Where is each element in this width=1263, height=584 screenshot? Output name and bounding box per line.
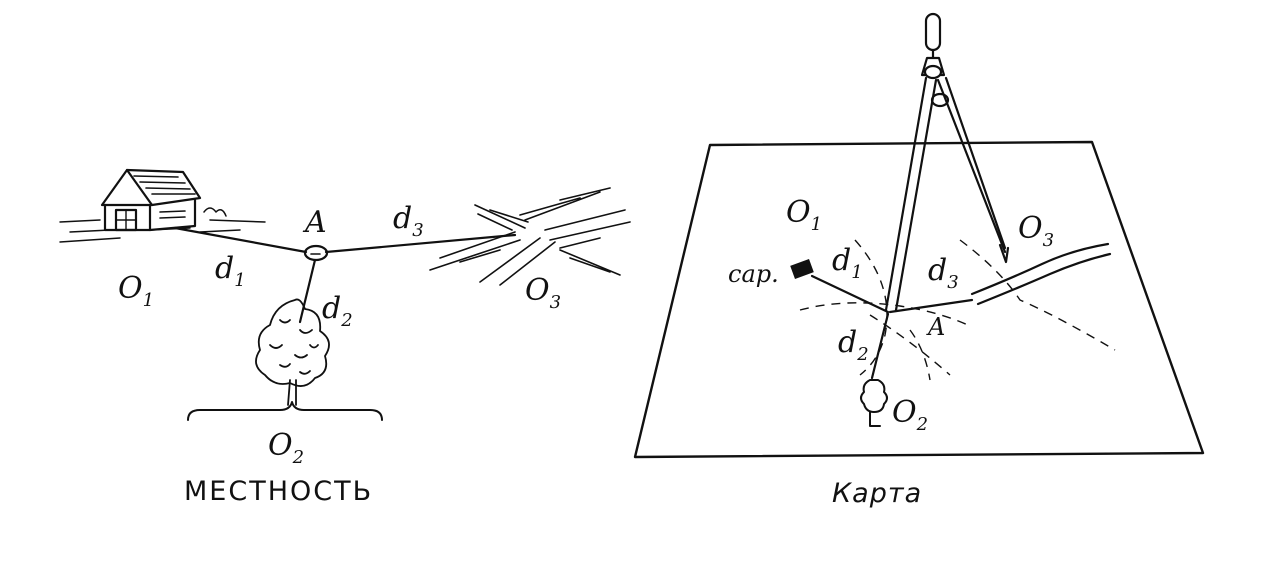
tree-icon — [255, 298, 330, 406]
map-road — [970, 242, 1112, 306]
map-o1-label: O1 — [786, 195, 822, 235]
map-scene: O1 сар. d1 d3 O3 A d2 O2 Карта — [633, 12, 1205, 509]
map-line-d3 — [888, 298, 974, 314]
terrain-distance-lines — [173, 226, 517, 324]
terrain-line-d3 — [324, 233, 517, 254]
terrain-line-d1 — [173, 226, 308, 254]
terrain-o1-label: O1 — [118, 271, 154, 311]
terrain-d3-label: d3 — [393, 201, 424, 241]
terrain-point-a-marker — [303, 244, 329, 262]
terrain-point-a-label: A — [302, 205, 327, 240]
map-caption: Карта — [832, 478, 922, 509]
map-o2-label: O2 — [892, 395, 928, 435]
terrain-o2-label: O2 — [268, 428, 304, 468]
map-line-d1 — [810, 274, 890, 314]
map-line-d2 — [870, 312, 890, 380]
terrain-line-d2 — [298, 258, 317, 324]
map-d1-label: d1 — [832, 243, 863, 283]
terrain-scene: O1 d1 A d3 d2 O3 O2 МЕСТНОСТЬ — [59, 168, 631, 507]
terrain-d1-label: d1 — [215, 251, 246, 291]
compass-icon — [884, 12, 1010, 312]
compass-arcs — [799, 239, 1116, 381]
house-icon — [100, 168, 227, 232]
map-shed-label: сар. — [728, 260, 779, 288]
terrain-o3-label: O3 — [525, 273, 561, 313]
map-sheet — [633, 140, 1205, 459]
terrain-brace — [187, 401, 383, 421]
shed-icon — [790, 259, 814, 279]
terrain-d2-label: d2 — [322, 291, 353, 331]
map-tree-icon — [860, 379, 888, 427]
map-d3-label: d3 — [928, 253, 959, 293]
terrain-caption: МЕСТНОСТЬ — [184, 476, 373, 507]
map-point-a-label: A — [926, 313, 945, 341]
map-o3-label: O3 — [1018, 211, 1054, 251]
crossroads-icon — [429, 187, 631, 286]
map-d2-label: d2 — [838, 325, 869, 365]
map-distance-lines — [810, 274, 974, 380]
